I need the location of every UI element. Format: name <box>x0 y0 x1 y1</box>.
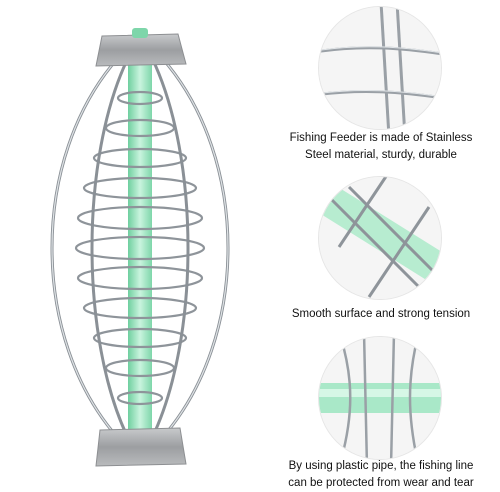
detail-image-2 <box>318 176 442 300</box>
feeder-icon <box>50 28 230 467</box>
caption-line: Fishing Feeder is made of Stainless <box>289 132 473 144</box>
feature-caption-3: By using plastic pipe, the fishing line … <box>268 458 494 492</box>
detail-image-1 <box>318 6 442 130</box>
feature-caption-1: Fishing Feeder is made of Stainless Stee… <box>268 130 494 164</box>
detail-image-3 <box>318 336 442 460</box>
wire-closeup-icon <box>319 7 441 129</box>
caption-line: Smooth surface and strong tension <box>291 308 471 320</box>
spring-closeup-icon <box>319 177 441 299</box>
caption-line: Steel material, sturdy, durable <box>305 149 457 161</box>
caption-line: By using plastic pipe, the fishing line <box>288 460 474 472</box>
caption-line: can be protected from wear and tear <box>288 477 474 489</box>
pipe-closeup-icon <box>319 337 441 459</box>
feature-caption-2: Smooth surface and strong tension <box>268 306 494 323</box>
feeder-main-image <box>40 18 240 478</box>
